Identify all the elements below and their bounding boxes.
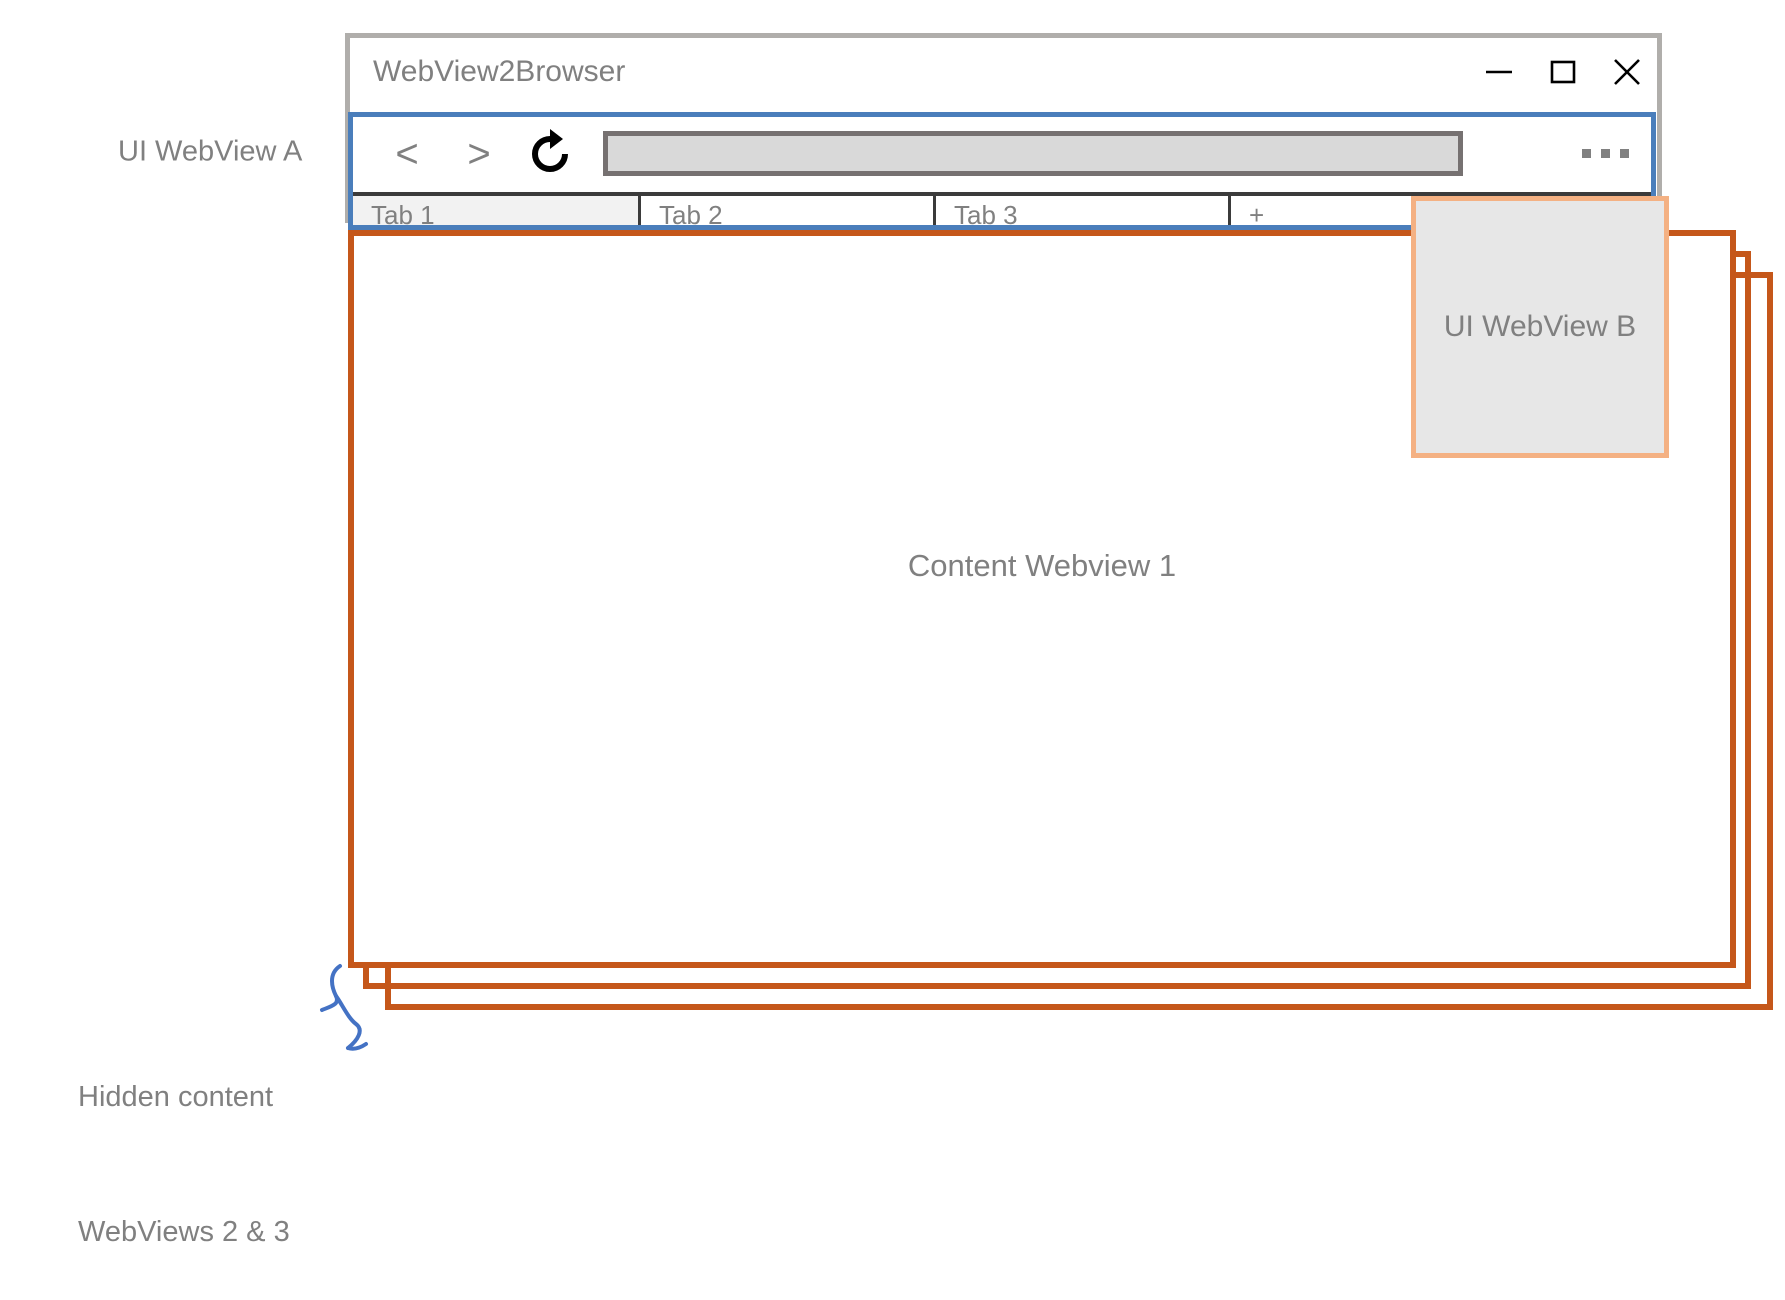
annotation-ui-webview-a: UI WebView A xyxy=(118,135,303,168)
ui-webview-b-label: UI WebView B xyxy=(1443,310,1637,343)
annotation-hidden-content-line1: Hidden content xyxy=(78,1081,274,1113)
brace-pointer-icon xyxy=(320,964,368,1051)
plus-icon: + xyxy=(1249,200,1265,230)
forward-button[interactable]: > xyxy=(467,131,491,176)
menu-dot xyxy=(1582,149,1591,158)
browser-toolbar: < > xyxy=(353,117,1651,190)
page-title: WebView2Browser xyxy=(373,55,626,88)
window-controls xyxy=(1482,55,1644,89)
maximize-icon[interactable] xyxy=(1546,55,1580,89)
ui-webview-b-panel[interactable]: UI WebView B xyxy=(1411,196,1669,458)
back-button[interactable]: < xyxy=(395,131,419,176)
annotation-hidden-content: Hidden content WebViews 2 & 3 xyxy=(78,985,290,1300)
address-input[interactable] xyxy=(603,131,1463,176)
content-webview-1-label: Content Webview 1 xyxy=(907,548,1177,583)
annotation-hidden-content-line2: WebViews 2 & 3 xyxy=(78,1216,290,1248)
reload-icon[interactable] xyxy=(523,127,577,181)
close-icon[interactable] xyxy=(1610,55,1644,89)
menu-dot xyxy=(1601,149,1610,158)
menu-dot xyxy=(1620,149,1629,158)
ui-webview-a-bottom-rail xyxy=(348,225,1656,230)
menu-ellipsis-icon[interactable] xyxy=(1582,149,1629,158)
window-title-bar: WebView2Browser xyxy=(345,33,1662,111)
minimize-icon[interactable] xyxy=(1482,55,1516,89)
